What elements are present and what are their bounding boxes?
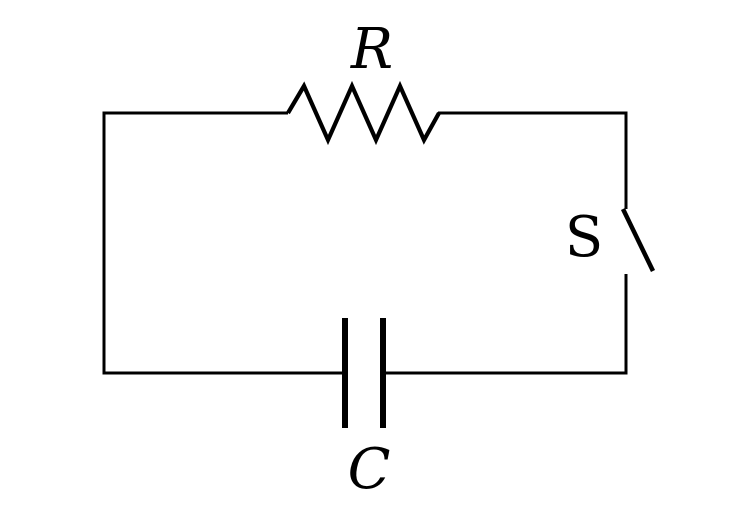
wire-bottom-right	[386, 274, 628, 375]
capacitor-label: C	[348, 437, 391, 502]
resistor-label: R	[350, 17, 393, 82]
resistor-symbol	[286, 80, 441, 146]
switch-symbol	[620, 208, 656, 272]
wire-top-right	[438, 111, 628, 209]
wire-left-loop	[102, 111, 343, 375]
switch-label: S	[565, 205, 603, 270]
